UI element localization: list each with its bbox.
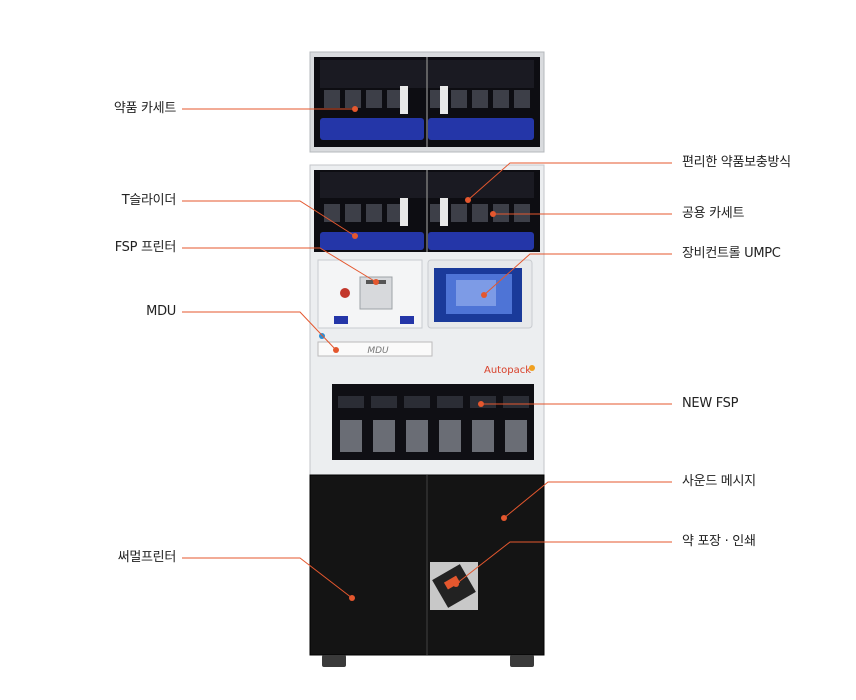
label-thermal-printer: 써멀프린터 — [117, 550, 177, 565]
top-dispenser-row — [324, 86, 530, 114]
main-tower: MDU Autopack — [309, 164, 545, 476]
lower-cabinet — [309, 474, 545, 667]
mdu-front-text: MDU — [367, 346, 389, 356]
label-convenient-storage: 편리한 약품보충방식 — [682, 155, 791, 170]
leader-lines — [182, 106, 672, 601]
label-t-slider: T슬라이더 — [121, 193, 177, 208]
label-new-fsp: NEW FSP — [682, 396, 739, 411]
label-mdu: MDU — [146, 304, 176, 319]
label-drug-cassette: 약품 카세트 — [113, 101, 176, 116]
brand-logo-text: Autopack — [484, 365, 531, 376]
label-fsp-printer: FSP 프린터 — [114, 240, 177, 255]
top-cassette-module — [309, 51, 545, 153]
label-sound-message: 사운드 메시지 — [682, 474, 756, 489]
label-shared-cassette: 공용 카세트 — [682, 206, 745, 221]
fsp-cups — [338, 396, 529, 452]
label-packaging-print: 약 포장 · 인쇄 — [682, 534, 756, 549]
label-umpc: 장비컨트롤 UMPC — [682, 246, 781, 261]
